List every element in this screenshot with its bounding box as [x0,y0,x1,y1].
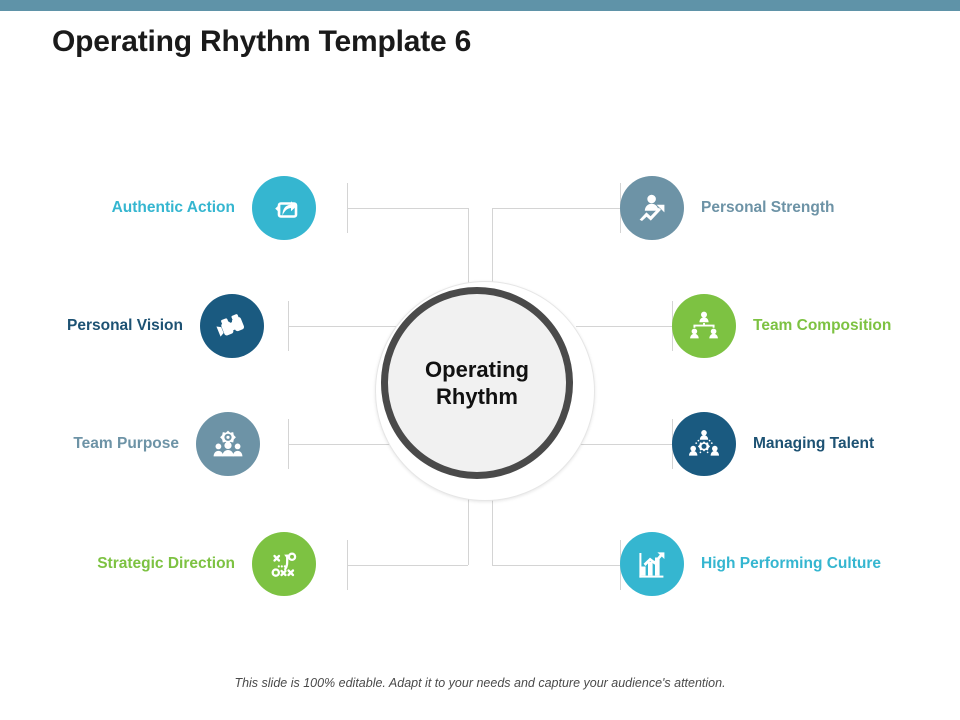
connector-strategic-direction-stub [347,540,348,590]
org-chart-icon [672,294,736,358]
page-title: Operating Rhythm Template 6 [52,25,472,58]
node-label-high-performing-culture: High Performing Culture [701,555,881,572]
node-personal-vision[interactable]: Personal Vision [0,294,264,358]
node-label-managing-talent: Managing Talent [753,435,875,452]
binoculars-icon [200,294,264,358]
top-accent-bar [0,0,960,11]
node-personal-strength[interactable]: Personal Strength [620,176,940,240]
node-label-team-composition: Team Composition [753,317,892,334]
reply-arrow-icon [252,176,316,240]
connector-team-composition-horizontal [576,326,672,327]
connector-high-performing-culture-horizontal [492,565,620,566]
connector-authentic-action-vertical [468,208,469,290]
connector-high-performing-culture-vertical [492,490,493,565]
node-team-purpose[interactable]: Team Purpose [0,412,260,476]
node-authentic-action[interactable]: Authentic Action [0,176,316,240]
node-label-authentic-action: Authentic Action [111,199,235,216]
person-growth-icon [620,176,684,240]
connector-personal-vision-stub [288,301,289,351]
connector-team-purpose-horizontal [288,444,398,445]
slide-caption: This slide is 100% editable. Adapt it to… [234,676,726,690]
connector-personal-vision-horizontal [288,326,398,327]
node-label-personal-strength: Personal Strength [701,199,835,216]
people-gear-icon [672,412,736,476]
connector-strategic-direction-vertical [468,490,469,565]
operating-rhythm-hub[interactable]: Operating Rhythm [381,287,573,479]
connector-personal-strength-horizontal [492,208,620,209]
hub-label: Operating Rhythm [425,356,529,410]
team-gear-icon [196,412,260,476]
node-high-performing-culture[interactable]: High Performing Culture [620,532,960,596]
node-team-composition[interactable]: Team Composition [672,294,960,358]
node-strategic-direction[interactable]: Strategic Direction [0,532,316,596]
node-label-strategic-direction: Strategic Direction [97,555,235,572]
connector-personal-strength-vertical [492,208,493,290]
strategy-playbook-icon [252,532,316,596]
connector-managing-talent-horizontal [576,444,672,445]
connector-strategic-direction-horizontal [347,565,468,566]
connector-team-purpose-stub [288,419,289,469]
node-managing-talent[interactable]: Managing Talent [672,412,960,476]
connector-authentic-action-stub [347,183,348,233]
node-label-team-purpose: Team Purpose [73,435,179,452]
bar-chart-growth-icon [620,532,684,596]
connector-authentic-action-horizontal [347,208,468,209]
node-label-personal-vision: Personal Vision [66,317,183,334]
